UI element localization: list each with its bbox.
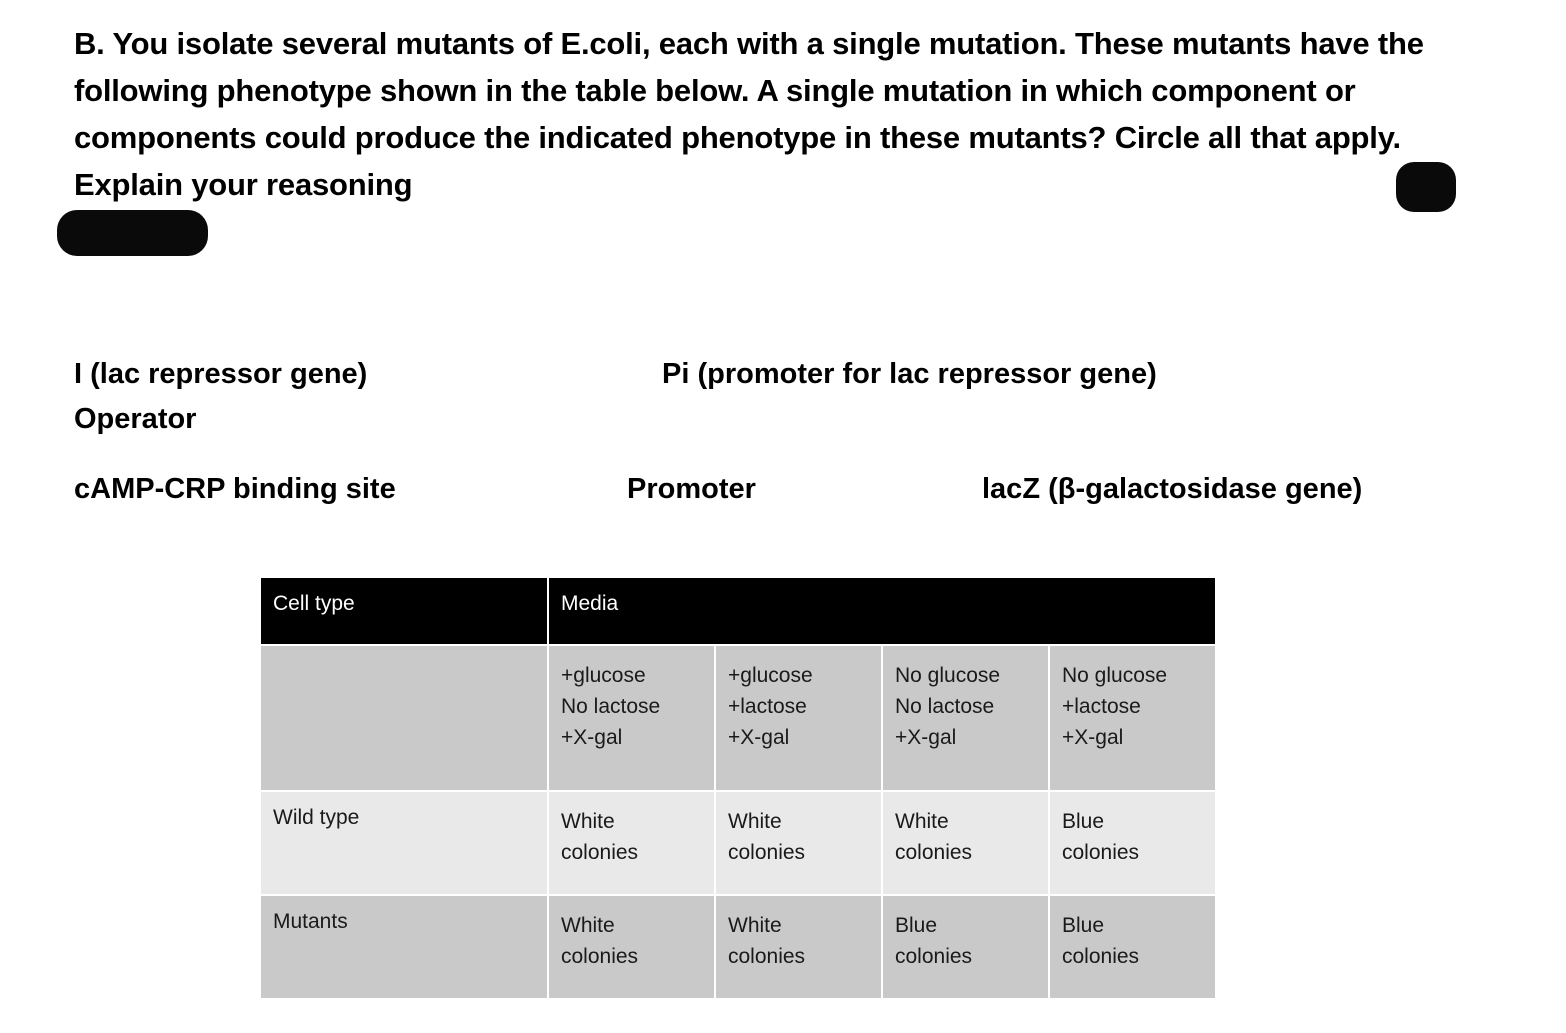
phenotype-table: Cell type Media +glucose No lactose +X-g… (259, 576, 1218, 1000)
result-cell-wildtype-3: White colonies (881, 790, 1050, 896)
component-promoter: Promoter (627, 473, 756, 505)
result-color: Blue (1062, 914, 1105, 937)
result-color: White (728, 914, 782, 937)
result-color: White (561, 810, 615, 833)
media-condition-line: No lactose (561, 695, 661, 718)
result-unit: colonies (728, 945, 806, 968)
question-block: B. You isolate several mutants of E.coli… (74, 20, 1469, 208)
header-media: Media (546, 576, 1218, 646)
media-condition-cell-4: No glucose +lactose +X-gal (1047, 644, 1218, 792)
media-condition-line: +lactose (1062, 695, 1141, 718)
media-condition-cell-1: +glucose No lactose +X-gal (547, 644, 716, 792)
component-camp-crp-binding-site: cAMP-CRP binding site (74, 473, 396, 505)
media-condition-line: +lactose (728, 695, 807, 718)
media-condition-line: +X-gal (728, 726, 790, 749)
result-cell-mutants-4: Blue colonies (1047, 894, 1218, 1000)
media-condition-cell-3: No glucose No lactose +X-gal (881, 644, 1050, 792)
media-condition-line: No glucose (895, 664, 1001, 687)
result-cell-wildtype-4: Blue colonies (1047, 790, 1218, 896)
result-unit: colonies (895, 841, 973, 864)
question-text: B. You isolate several mutants of E.coli… (74, 26, 1424, 202)
table-row: Mutants White colonies White colonies Bl… (259, 894, 1218, 1000)
components-block: I (lac repressor gene) Pi (promoter for … (74, 352, 1494, 512)
media-condition-cell-2: +glucose +lactose +X-gal (714, 644, 883, 792)
result-unit: colonies (561, 945, 639, 968)
result-unit: colonies (728, 841, 806, 864)
media-condition-line: +X-gal (1062, 726, 1124, 749)
media-conditions-row: +glucose No lactose +X-gal +glucose +lac… (259, 644, 1218, 792)
row-label-mutants: Mutants (259, 894, 549, 1000)
component-lacz-gene: lacZ (β-galactosidase gene) (982, 473, 1363, 505)
result-unit: colonies (1062, 841, 1140, 864)
row-label-wild-type: Wild type (259, 790, 549, 896)
media-condition-line: +X-gal (895, 726, 957, 749)
component-row-1: I (lac repressor gene) Pi (promoter for … (74, 352, 1494, 397)
result-color: White (561, 914, 615, 937)
component-row-3: cAMP-CRP binding site Promoter lacZ (β-g… (74, 467, 1494, 512)
media-condition-line: No lactose (895, 695, 995, 718)
header-cell-type: Cell type (259, 576, 549, 646)
result-color: Blue (1062, 810, 1105, 833)
redaction-blob-right (1396, 162, 1456, 212)
media-condition-line: No glucose (1062, 664, 1168, 687)
result-cell-wildtype-2: White colonies (714, 790, 883, 896)
result-color: Blue (895, 914, 938, 937)
redaction-blob-left (57, 210, 208, 256)
media-conditions-blank-cell (259, 644, 549, 792)
component-repressor-promoter: Pi (promoter for lac repressor gene) (662, 358, 1157, 390)
media-condition-line: +glucose (561, 664, 646, 687)
result-unit: colonies (895, 945, 973, 968)
component-lac-repressor-gene: I (lac repressor gene) (74, 358, 368, 390)
table-row: Wild type White colonies White colonies … (259, 790, 1218, 896)
component-operator: Operator (74, 403, 197, 435)
result-cell-mutants-3: Blue colonies (881, 894, 1050, 1000)
result-unit: colonies (561, 841, 639, 864)
component-row-2: Operator (74, 397, 1494, 442)
result-unit: colonies (1062, 945, 1140, 968)
result-color: White (728, 810, 782, 833)
result-cell-wildtype-1: White colonies (547, 790, 716, 896)
table-header-row: Cell type Media (259, 576, 1218, 646)
media-condition-line: +glucose (728, 664, 813, 687)
media-condition-line: +X-gal (561, 726, 623, 749)
result-cell-mutants-1: White colonies (547, 894, 716, 1000)
result-color: White (895, 810, 949, 833)
result-cell-mutants-2: White colonies (714, 894, 883, 1000)
